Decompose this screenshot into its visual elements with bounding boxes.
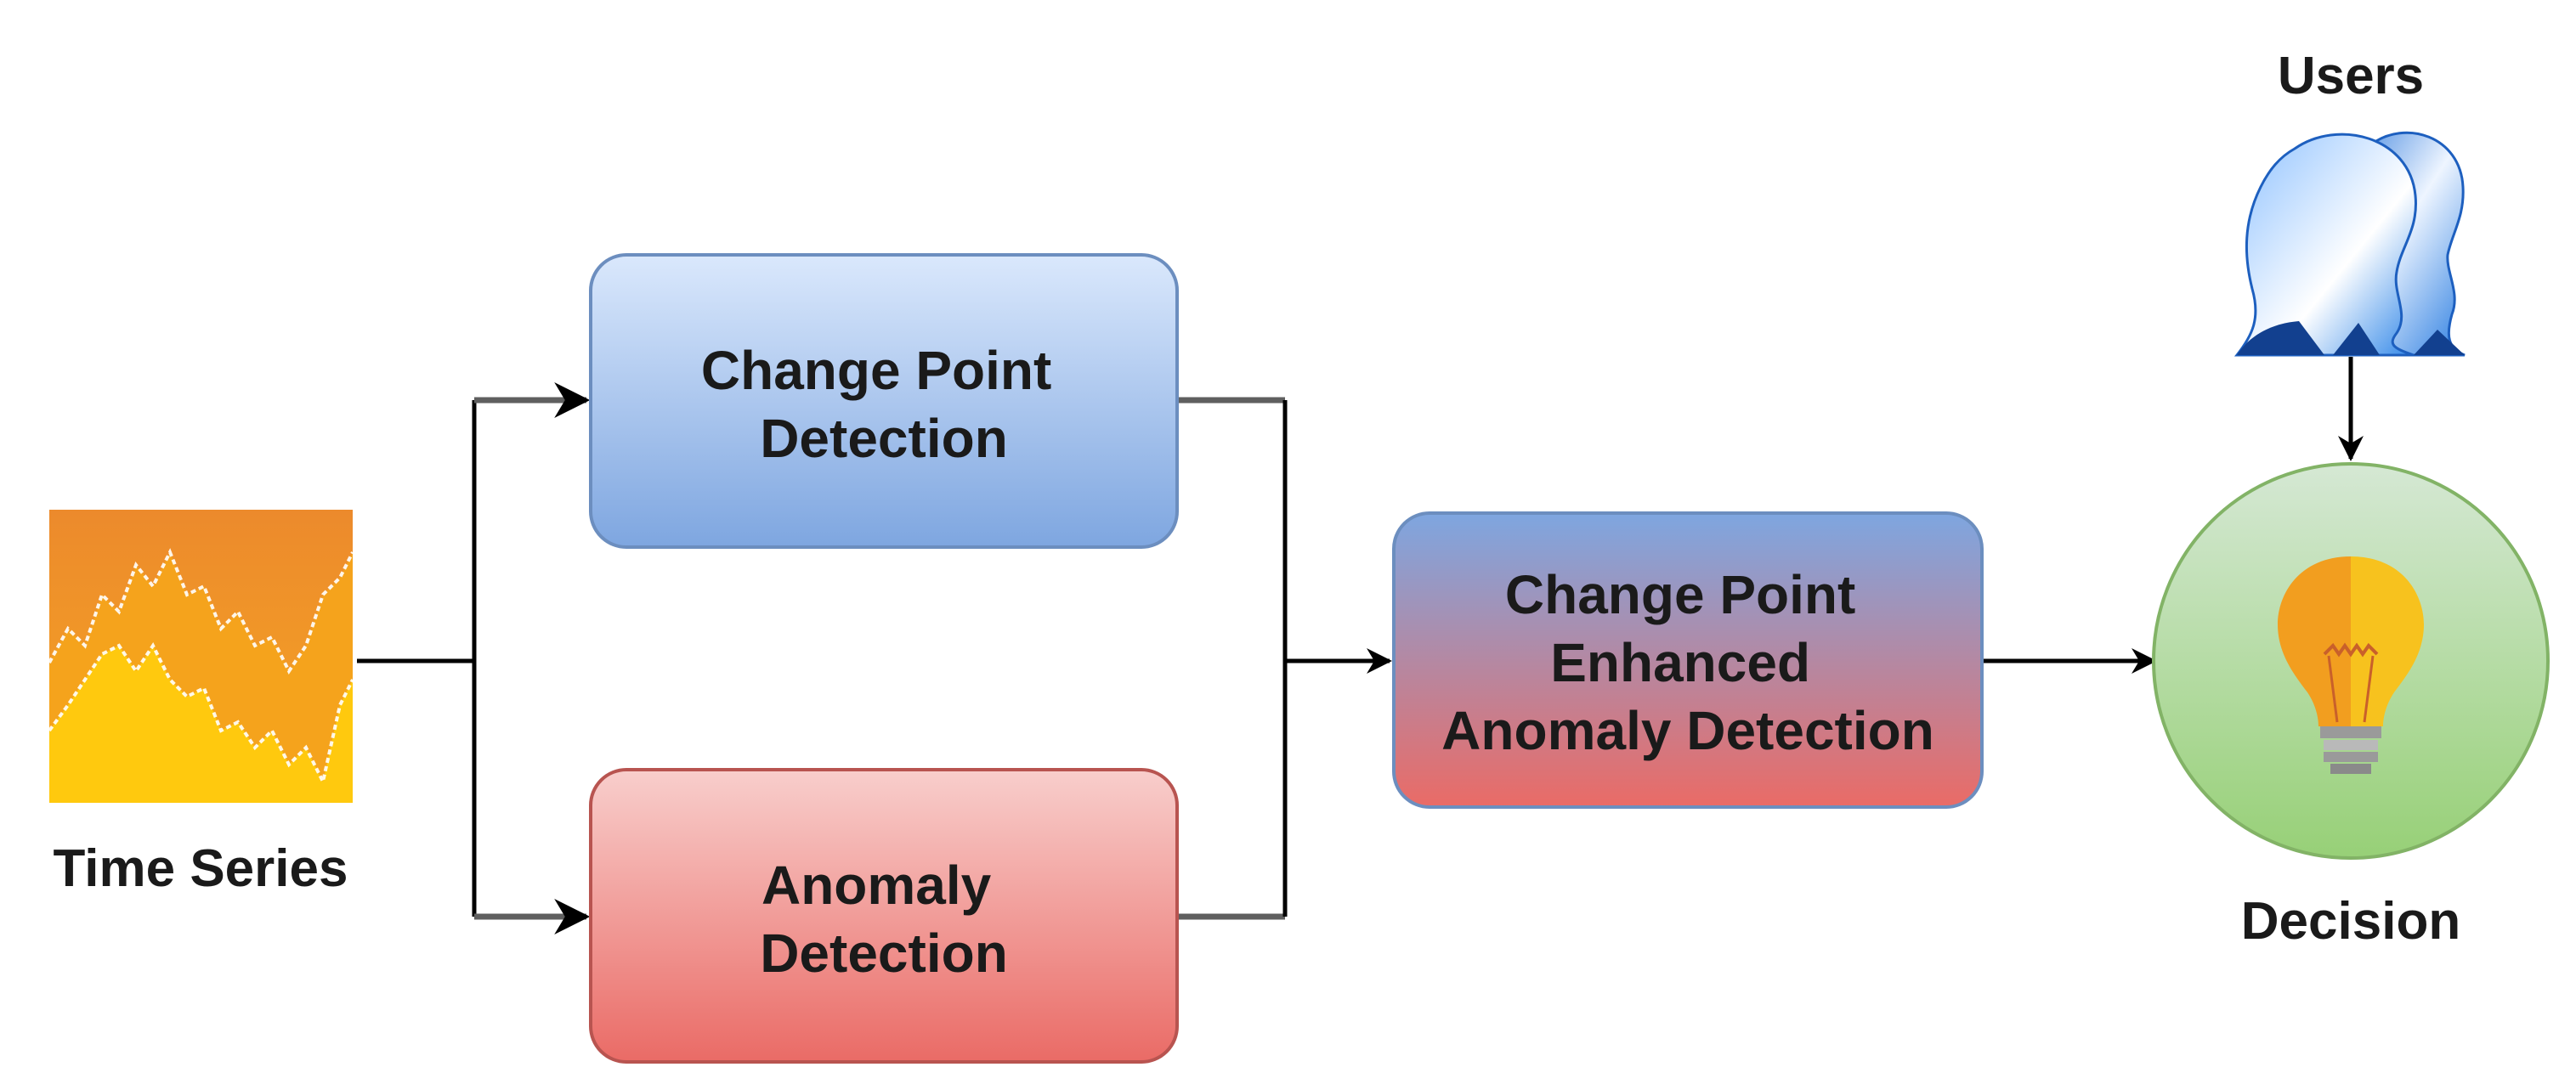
anomaly-detection-node: Anomaly Detection [589, 768, 1179, 1064]
change-point-detection-box [589, 253, 1179, 549]
time-series-label: Time Series [54, 839, 348, 898]
decision-node: Decision [2152, 462, 2550, 951]
anomaly-detection-label: Anomaly Detection [760, 855, 1008, 984]
change-point-detection-line-2: Detection [760, 408, 1008, 469]
enhanced-line-3: Anomaly Detection [1441, 700, 1934, 761]
enhanced-anomaly-detection-label: Change Point Enhanced Anomaly Detection [1441, 564, 1934, 761]
change-point-detection-node: Change Point Detection [589, 253, 1179, 549]
change-point-detection-label: Change Point Detection [701, 340, 1067, 469]
users-icon [2233, 131, 2466, 357]
users-label: Users [2278, 47, 2424, 105]
time-series-node: Time Series [48, 510, 354, 898]
change-point-detection-line-1: Change Point [701, 340, 1051, 401]
lightbulb-icon [2278, 556, 2424, 774]
enhanced-line-1: Change Point [1505, 564, 1855, 625]
enhanced-anomaly-detection-box [1392, 511, 1984, 809]
enhanced-anomaly-detection-node: Change Point Enhanced Anomaly Detection [1392, 511, 1984, 809]
anomaly-detection-line-2: Detection [760, 923, 1008, 984]
connectors [357, 357, 2364, 934]
anomaly-detection-box [589, 768, 1179, 1064]
anomaly-detection-line-1: Anomaly [761, 855, 992, 916]
users-node: Users [2233, 47, 2466, 357]
enhanced-line-2: Enhanced [1550, 632, 1810, 693]
decision-label: Decision [2241, 892, 2460, 951]
area-chart-icon [48, 510, 354, 803]
